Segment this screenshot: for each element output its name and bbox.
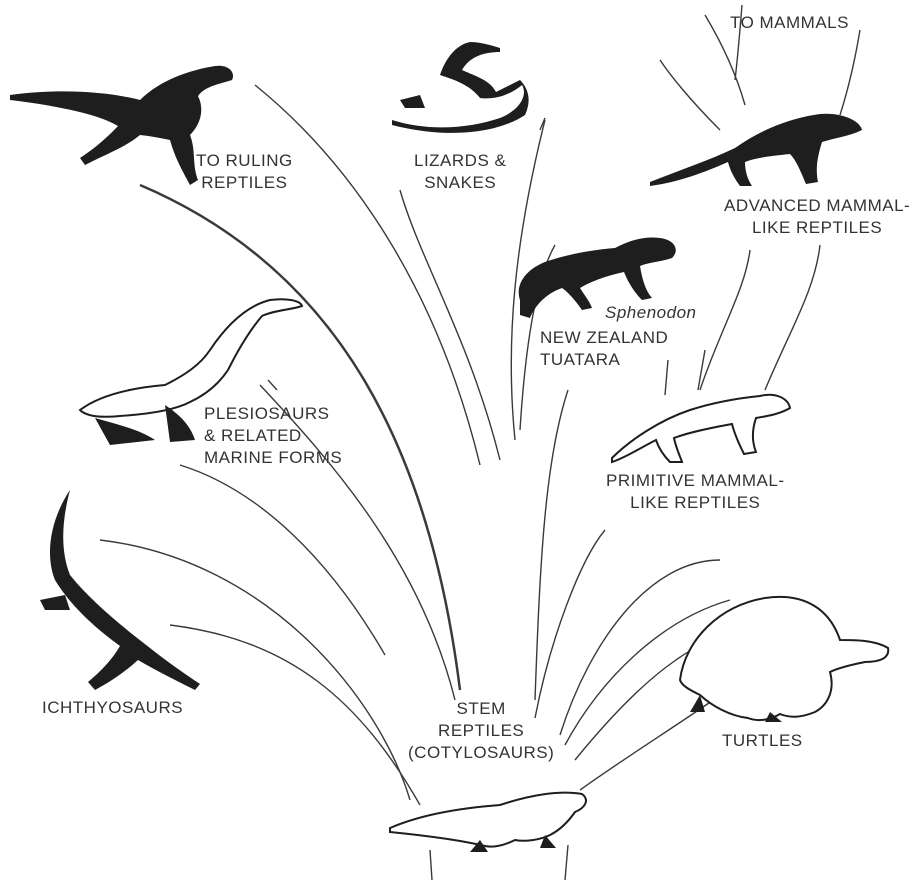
label-ichthyosaurs: ICHTHYOSAURS	[42, 697, 183, 719]
label-turtles: TURTLES	[722, 730, 803, 752]
label-to-ruling-reptiles: TO RULING REPTILES	[196, 150, 293, 194]
lizard-figure	[392, 42, 529, 133]
label-line: & RELATED	[204, 425, 342, 447]
label-line: LIKE REPTILES	[724, 217, 910, 239]
label-line: (COTYLOSAURS)	[408, 742, 554, 764]
label-line: LIZARDS &	[414, 150, 506, 172]
ichthyosaur-figure	[40, 490, 200, 690]
label-line: NEW ZEALAND	[540, 327, 668, 349]
label-sphenodon: Sphenodon	[605, 302, 696, 324]
label-lizards-snakes: LIZARDS & SNAKES	[414, 150, 506, 194]
label-line: MARINE FORMS	[204, 447, 342, 469]
label-plesiosaurs: PLESIOSAURS & RELATED MARINE FORMS	[204, 403, 342, 469]
label-new-zealand-tuatara: NEW ZEALAND TUATARA	[540, 327, 668, 371]
label-line: REPTILES	[408, 720, 554, 742]
label-to-mammals: TO MAMMALS	[730, 12, 849, 34]
primitive-mammal-like-figure	[612, 395, 790, 462]
label-line: TUATARA	[540, 349, 668, 371]
trunk-lines	[430, 845, 568, 880]
label-line: ADVANCED MAMMAL-	[724, 195, 910, 217]
label-line: TO RULING	[196, 150, 293, 172]
label-primitive-mammal-like-reptiles: PRIMITIVE MAMMAL- LIKE REPTILES	[606, 470, 785, 514]
label-line: STEM	[408, 698, 554, 720]
label-line: PRIMITIVE MAMMAL-	[606, 470, 785, 492]
label-line: REPTILES	[196, 172, 293, 194]
stem-reptile-figure	[390, 793, 586, 852]
label-line: LIKE REPTILES	[606, 492, 785, 514]
advanced-mammal-like-figure	[650, 114, 862, 186]
label-advanced-mammal-like-reptiles: ADVANCED MAMMAL- LIKE REPTILES	[724, 195, 910, 239]
turtle-figure	[680, 597, 888, 722]
label-line: PLESIOSAURS	[204, 403, 342, 425]
label-stem-reptiles: STEM REPTILES (COTYLOSAURS)	[408, 698, 554, 764]
label-line: SNAKES	[414, 172, 506, 194]
